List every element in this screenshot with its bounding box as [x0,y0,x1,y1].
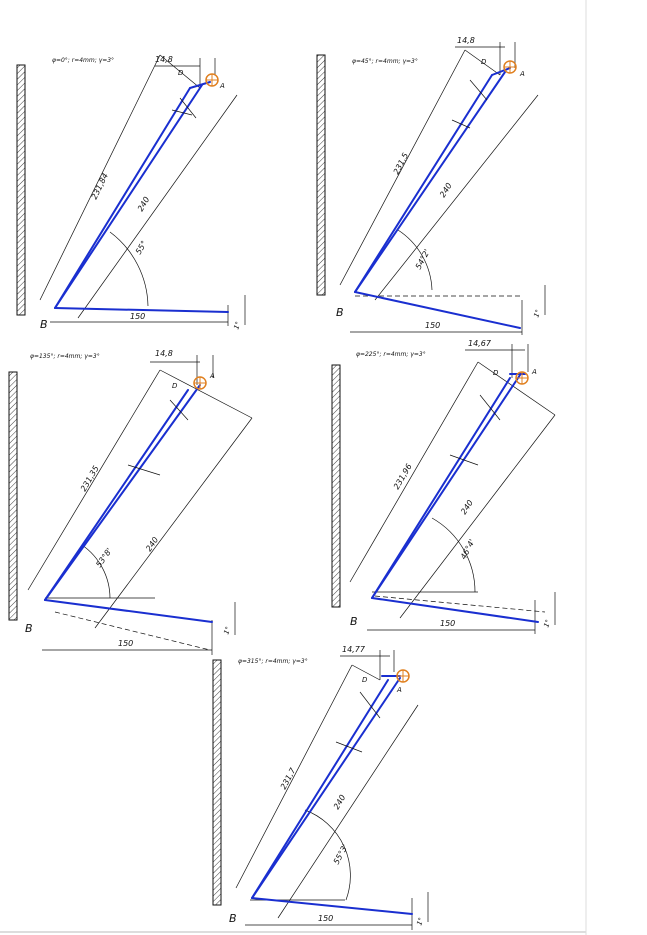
diagram-5-link-base [251,897,413,915]
diagram-2-link-ba [354,71,506,293]
diagram-4-link-base [371,597,539,623]
diagram-4-top-dim: 14,67 [468,339,492,348]
diagram-4: φ=225°; r=4mm; γ=3° 14,67 231,96 240 46°… [331,339,556,634]
diagram-3-point-d: D [172,382,178,390]
diagram-3-point-a: A [209,372,215,380]
diagram-4-point-d: D [493,369,499,377]
diagram-4-link-ba [371,374,521,599]
diagram-2-point-d: D [481,58,487,66]
diagram-2-point-a: A [519,70,525,78]
diagram-3-angle: 53°8' [94,546,114,569]
wall-1 [16,64,26,316]
diagram-2-link-base [354,291,521,329]
diagram-2-bottom-dim: 150 [425,321,440,330]
wall-5 [212,659,222,906]
diagram-1-bottom-dim: 150 [130,312,145,321]
diagram-3-link-base [44,599,213,623]
diagram-4-point-a: A [531,368,537,376]
diagram-5: φ=315°; r=4mm; γ=3° 14,77 231,7 240 55°3… [212,645,429,930]
diagram-4-link-bd [371,377,511,599]
diagram-3-long-dim: 231,35 [79,464,101,493]
diagram-5-point-d: D [362,676,368,684]
diagram-1-angle: 55° [134,239,149,256]
diagram-2-header: φ=45°; r=4mm; γ=3° [352,58,418,65]
diagram-1-point-d: D [178,69,184,77]
diagram-4-point-b: B [350,615,358,628]
diagram-4-mid-dim: 240 [459,498,475,516]
diagram-4-angle: 46°4' [459,538,477,561]
diagram-2-angle: 54°2' [414,248,432,271]
diagram-1: φ=0°; r=4mm; γ=3° 14,8 231,84 240 55° 15… [16,54,246,331]
diagram-5-link-ba [251,677,401,899]
wall-4 [331,364,341,608]
diagram-1-long-dim: 231,84 [90,172,110,201]
diagram-2-small-dim: 1° [532,308,542,318]
diagram-2-long-dim: 231,5 [392,151,410,175]
diagram-5-long-dim: 231,7 [279,766,298,791]
diagram-3-header: φ=135°; r=4mm; γ=3° [30,353,100,360]
diagram-4-bottom-dim: 150 [440,619,455,628]
diagram-1-link-bd [54,87,191,309]
diagram-2-mid-dim: 240 [438,181,454,199]
diagram-5-link-bd [251,679,389,899]
diagram-1-header: φ=0°; r=4mm; γ=3° [52,57,114,64]
diagram-1-link-base [54,307,229,313]
diagram-2: φ=45°; r=4mm; γ=3° 14,8 231,5 240 54°2' … [316,36,546,335]
diagram-5-header: φ=315°; r=4mm; γ=3° [238,658,308,665]
diagram-1-small-dim: 1° [232,320,242,330]
diagram-4-header: φ=225°; r=4mm; γ=3° [356,351,426,358]
diagram-1-top-dim: 14,8 [155,55,173,64]
diagram-2-link-bd [354,74,493,293]
diagram-3-bottom-dim: 150 [118,639,133,648]
diagram-3-point-b: B [25,622,33,635]
diagram-2-point-b: B [336,306,344,319]
diagram-1-link-ba [54,84,203,309]
wall-3 [8,371,18,621]
diagram-4-small-dim: 1° [542,618,552,628]
diagram-5-mid-dim: 240 [332,793,347,811]
wall-2 [316,54,326,296]
diagram-3-link-bd [44,389,189,601]
diagram-3-top-dim: 14,8 [155,349,173,358]
diagram-5-top-dim: 14,77 [342,645,366,654]
diagram-1-point-a: A [219,82,225,90]
diagram-3: φ=135°; r=4mm; γ=3° 14,8 231,35 240 53°8… [8,349,253,655]
diagram-2-top-dim: 14,8 [457,36,475,45]
diagram-3-small-dim: 1° [222,625,232,635]
diagram-5-small-dim: 1° [415,916,425,926]
diagram-5-point-a: A [396,686,402,694]
diagram-5-point-b: B [229,912,237,925]
diagram-1-point-b: B [40,318,48,331]
diagram-1-mid-dim: 240 [136,195,151,213]
diagram-5-bottom-dim: 150 [318,914,333,923]
diagram-4-long-dim: 231,96 [392,462,414,491]
diagram-3-link-ba [44,384,201,601]
